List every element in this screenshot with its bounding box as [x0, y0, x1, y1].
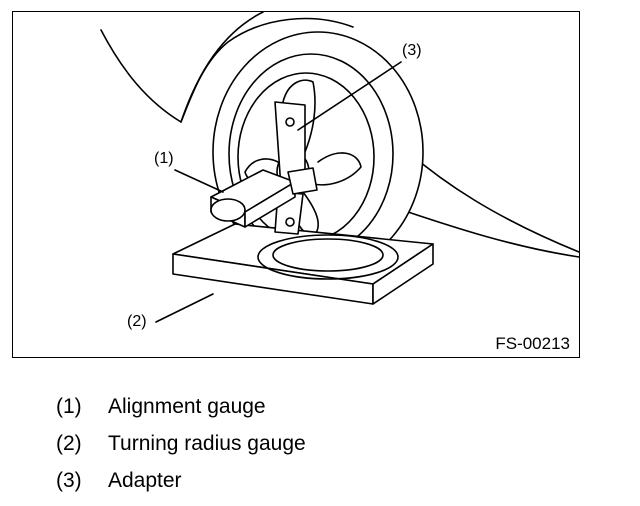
leader-line-3	[297, 61, 402, 131]
legend-number: (3)	[56, 468, 82, 492]
legend-label: Turning radius gauge	[108, 431, 306, 455]
turntable-disc-inner	[272, 238, 384, 272]
legend-item: (1) Alignment gauge	[56, 388, 306, 425]
leader-line-2	[155, 293, 214, 323]
figure-frame: (1) (2) (3) FS-00213	[12, 11, 580, 358]
figure-id: FS-00213	[495, 334, 570, 353]
legend-label: Adapter	[108, 468, 182, 492]
fender-arch	[180, 17, 354, 123]
legend-number: (1)	[56, 394, 82, 418]
adapter-bolt-2	[285, 217, 295, 227]
car-lower-line	[407, 211, 579, 258]
spoke-right	[312, 152, 362, 186]
leader-line-1	[174, 169, 224, 193]
car-side-line	[407, 151, 579, 253]
turntable-disc	[257, 234, 399, 280]
alignment-gauge-bubble	[210, 198, 246, 222]
alignment-gauge-end	[244, 181, 296, 228]
callout-2: (2)	[127, 313, 147, 330]
callout-1: (1)	[154, 150, 174, 167]
wheel-alignment-illustration	[100, 12, 579, 323]
callout-3: (3)	[402, 42, 422, 59]
adapter-bolt-1	[285, 117, 295, 127]
legend-number: (2)	[56, 431, 82, 455]
legend: (1) Alignment gauge (2) Turning radius g…	[56, 388, 306, 499]
spoke-top	[282, 79, 316, 153]
gauge-mount	[287, 167, 318, 195]
legend-item: (2) Turning radius gauge	[56, 425, 306, 462]
legend-item: (3) Adapter	[56, 462, 306, 499]
legend-label: Alignment gauge	[108, 394, 266, 418]
turning-plate-side	[372, 243, 434, 305]
